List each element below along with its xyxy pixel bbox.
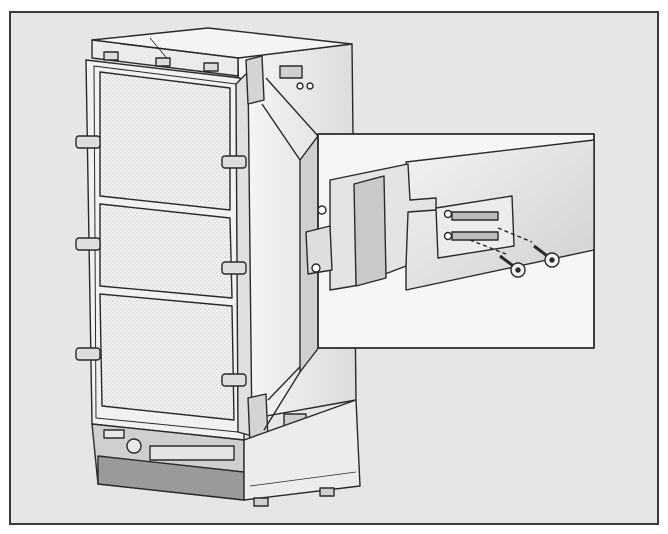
left-hinges <box>75 135 101 361</box>
detail-slotted-plate <box>435 195 515 259</box>
insert-arrows <box>469 227 533 255</box>
right-hinges <box>221 155 247 387</box>
callout-leaders <box>261 77 321 431</box>
appliance-cabinet <box>75 27 361 507</box>
detail-bracket <box>305 163 437 291</box>
top-mounting-bracket <box>245 55 314 105</box>
detail-callout-panel <box>305 133 595 349</box>
screw-icon <box>499 244 560 278</box>
